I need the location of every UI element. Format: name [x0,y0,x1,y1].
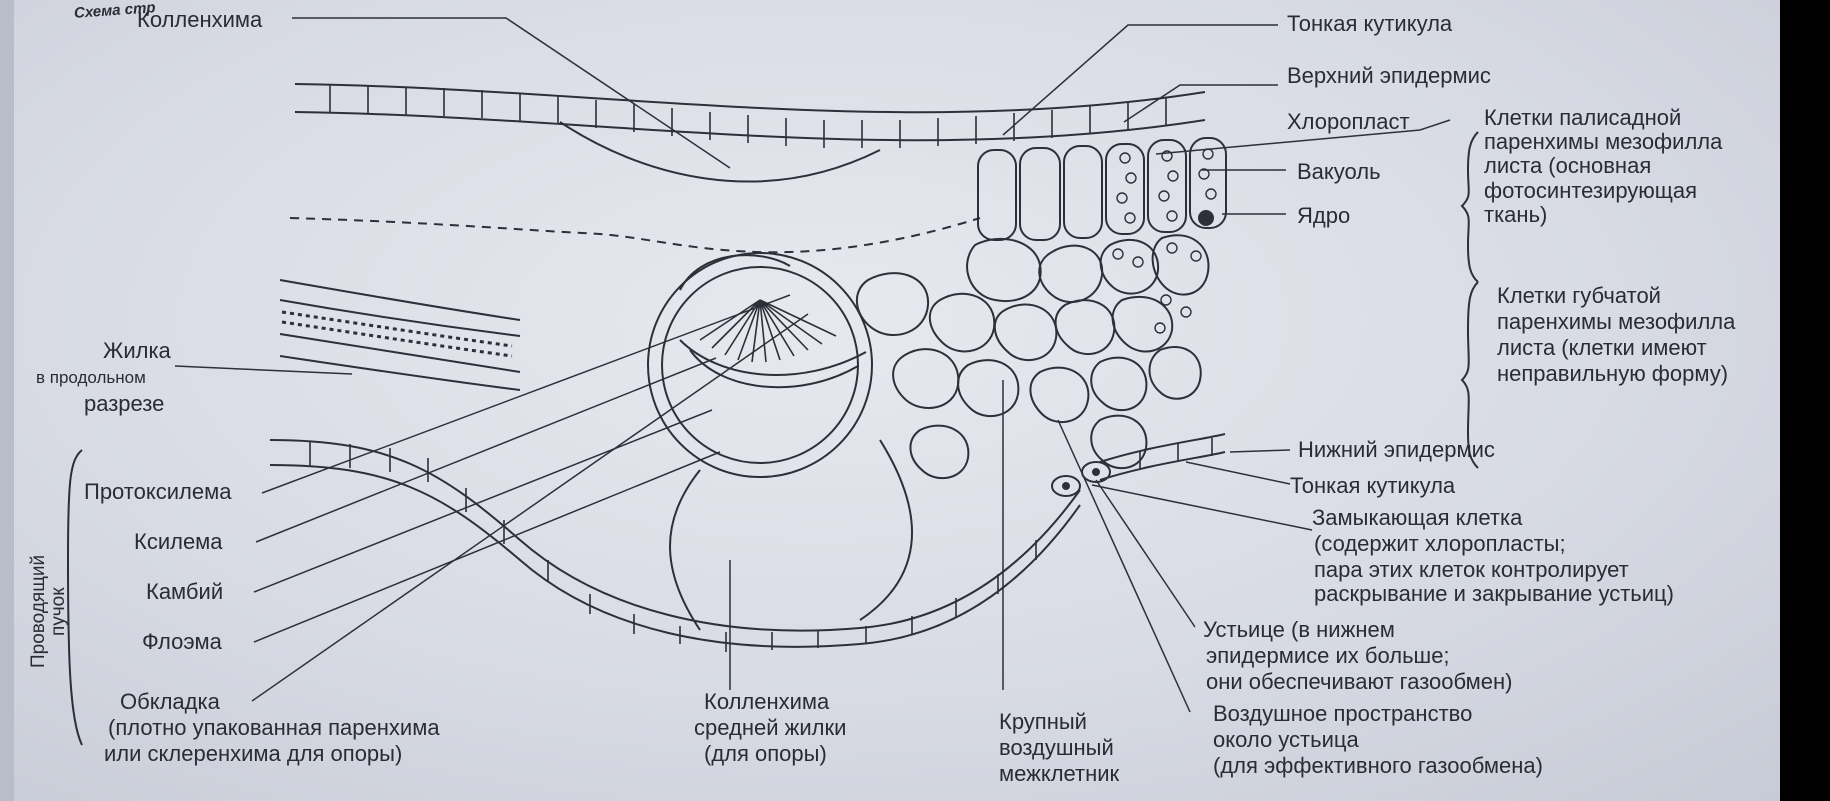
label-yadro: Ядро [1297,202,1350,229]
label-khloroplast: Хлоропласт [1287,108,1410,135]
label-kambiy: Камбий [146,578,223,605]
label-protoksilema: Протоксилема [84,478,231,505]
nucleus [1199,211,1213,225]
right-black-border [1780,0,1830,801]
label-tonkaya-kutikula-top: Тонкая кутикула [1287,10,1452,37]
mesophyll-boundary [290,218,980,252]
label-nizhniy-epidermis: Нижний эпидермис [1298,436,1495,463]
leader-lines [175,18,1450,712]
label-vakuol: Вакуоль [1297,158,1381,185]
upper-collenchyma [560,122,880,181]
lower-epidermis-outer [270,440,1080,631]
vascular-bundle [648,253,872,477]
longitudinal-vein [280,280,520,390]
label-kollenkhima: Колленхима [137,6,262,33]
upper-epidermis-inner [295,112,1205,140]
upper-epidermis-cells [330,85,1166,148]
bracket-provodyashchiy [68,450,82,745]
bracket-palisade [1462,132,1478,282]
label-tonkaya-kutikula-bottom: Тонкая кутикула [1290,472,1455,499]
label-ksilema: Ксилема [134,528,223,555]
midrib-left-curve [670,470,700,630]
lower-epidermis-inner [270,465,1080,647]
spongy-cells [857,235,1209,478]
palisade-cells [978,138,1226,240]
label-floema: Флоэма [142,628,222,655]
label-verkhniy-epidermis: Верхний эпидермис [1287,62,1491,89]
upper-epidermis-outer [295,84,1205,112]
lower-epidermis-right-outer [1100,434,1225,462]
midrib-inner-curve [860,440,912,620]
